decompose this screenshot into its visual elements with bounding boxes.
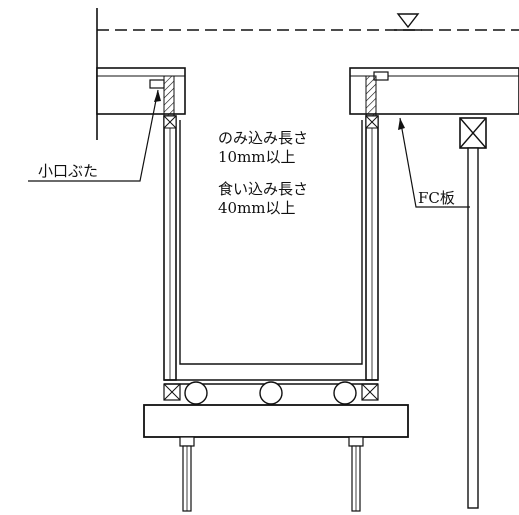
right-cap-hatch [365,75,377,117]
right-wall-seal [365,115,379,129]
leader-fc-arrow [398,118,405,130]
roller-right [333,381,357,405]
leader-koguchi-arrow [154,90,161,102]
left-anchor-bolt [179,436,195,512]
left-cap-hatch [163,75,175,117]
right-anchor-bolt [348,436,364,512]
leader-koguchi-futa [28,89,159,182]
label-nomikomi-1: のみ込み長さ [218,129,308,147]
label-kuikomi-1: 食い込み長さ [218,180,308,198]
left-wall-seal [163,115,177,129]
base-beam [143,404,409,438]
channel-inner-liner [179,120,363,365]
right-hanging-post [459,117,487,509]
label-koguchi-futa: 小口ぶた [38,162,98,180]
label-kuikomi-2: 40mm以上 [218,199,296,217]
roller-center [259,381,283,405]
water-level-triangle-icon [396,13,420,29]
left-end-cap [149,79,165,89]
right-bottom-pad [361,383,379,401]
label-fc-board: FC板 [418,189,455,207]
left-bottom-pad [163,383,181,401]
roller-left [184,381,208,405]
label-nomikomi-2: 10mm以上 [218,148,296,166]
leader-fc-board [399,117,470,208]
